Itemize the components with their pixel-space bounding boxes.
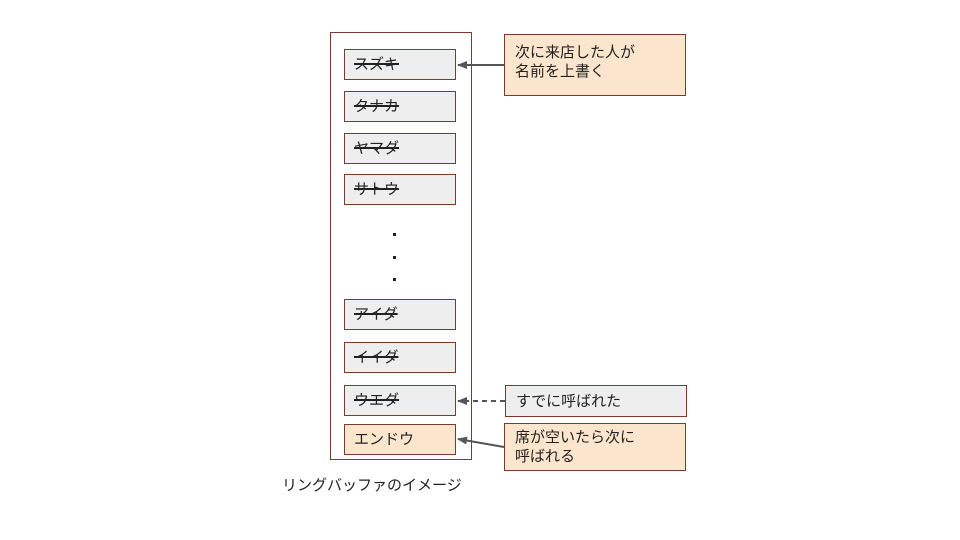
callout-called-text: すでに呼ばれた bbox=[516, 392, 622, 410]
callout-next: 席が空いたら次に 呼ばれる bbox=[504, 423, 686, 471]
buffer-slot-2: タナカ bbox=[344, 91, 456, 122]
ellipsis-dot bbox=[393, 256, 396, 259]
slot-label: ウエダ bbox=[354, 391, 400, 409]
slot-label: スズキ bbox=[354, 55, 400, 73]
buffer-slot-5: アイダ bbox=[344, 299, 456, 330]
buffer-slot-8: エンドウ bbox=[344, 424, 456, 455]
buffer-slot-4: サトウ bbox=[344, 174, 456, 205]
slot-label: エンドウ bbox=[354, 430, 415, 448]
slot-label: アイダ bbox=[354, 305, 398, 323]
callout-next-line1: 席が空いたら次に bbox=[515, 428, 636, 446]
callout-overwrite-line2: 名前を上書く bbox=[515, 62, 606, 80]
arrow-next bbox=[457, 436, 505, 448]
buffer-slot-6: イイダ bbox=[344, 342, 456, 373]
callout-next-line2: 呼ばれる bbox=[515, 447, 576, 465]
buffer-slot-3: ヤマダ bbox=[344, 133, 456, 164]
slot-label: タナカ bbox=[354, 97, 400, 115]
buffer-slot-7: ウエダ bbox=[344, 385, 456, 416]
diagram-caption: リングバッファのイメージ bbox=[282, 476, 462, 494]
slot-label: サトウ bbox=[354, 180, 400, 198]
slot-label: ヤマダ bbox=[354, 139, 400, 157]
ring-buffer-container bbox=[330, 32, 472, 460]
callout-overwrite-line1: 次に来店した人が bbox=[515, 43, 636, 61]
ellipsis-dot bbox=[393, 278, 396, 281]
ellipsis-dot bbox=[393, 233, 396, 236]
callout-called: すでに呼ばれた bbox=[505, 385, 687, 417]
callout-overwrite: 次に来店した人が 名前を上書く bbox=[504, 34, 686, 96]
slot-label: イイダ bbox=[354, 348, 399, 366]
buffer-slot-1: スズキ bbox=[344, 49, 456, 80]
